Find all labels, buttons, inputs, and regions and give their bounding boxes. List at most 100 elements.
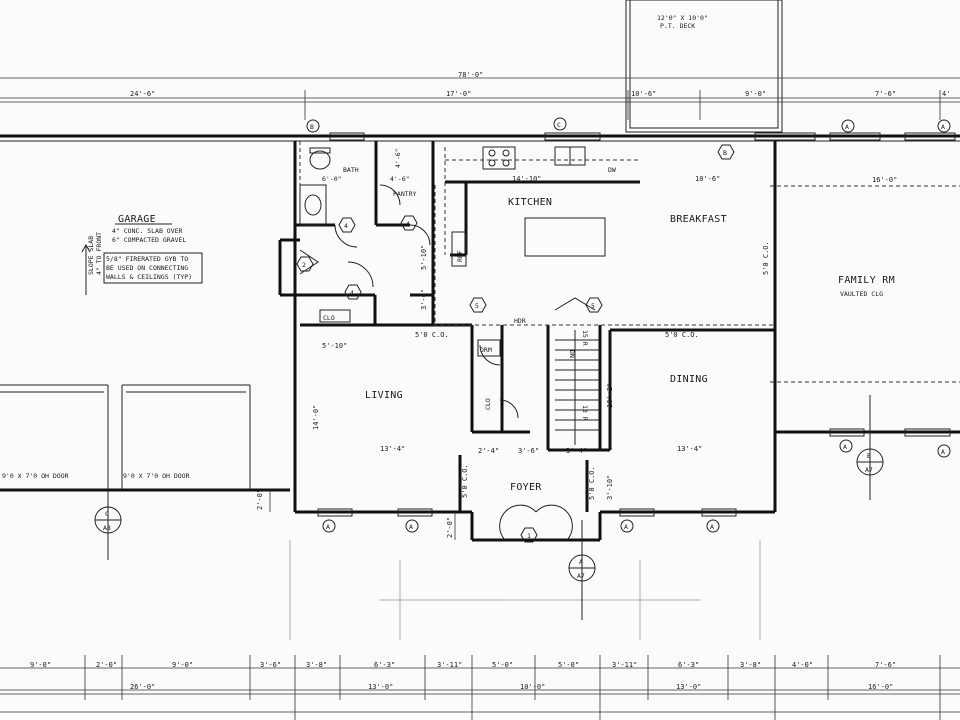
foyer-dim-right: 3'-10": [606, 475, 614, 500]
dim-t5: 7'-6": [875, 90, 896, 98]
kitchen-label: KITCHEN: [508, 197, 552, 208]
svg-text:5: 5: [591, 302, 595, 310]
svg-text:2: 2: [302, 261, 306, 269]
dim-step-2: 2'-0": [446, 517, 454, 538]
slope-note-2: 4" TO FRONT: [95, 232, 103, 275]
slab-note-2: 6" COMPACTED GRAVEL: [112, 236, 186, 244]
dim-c3: 10'-0": [520, 683, 545, 691]
foyer-opening-right: 5'0 C.O.: [588, 466, 596, 500]
dw-label: DW: [608, 166, 616, 174]
svg-text:A: A: [941, 448, 945, 456]
dim-c5: 16'-0": [868, 683, 893, 691]
svg-text:A: A: [710, 523, 714, 531]
breakfast-opening: 5'0 C.O.: [762, 241, 770, 275]
svg-text:A8: A8: [103, 524, 111, 532]
hall-opening: 5'0 C.O.: [415, 331, 449, 339]
drm-label: DRM: [480, 346, 492, 354]
deck-label: P.T. DECK: [660, 22, 695, 30]
toilet: [309, 150, 331, 170]
svg-text:B: B: [867, 452, 871, 460]
dining-opening: 5'0 C.O.: [665, 331, 699, 339]
dim-b9: 5'-0": [558, 661, 579, 669]
svg-text:A: A: [941, 123, 945, 131]
fire-note-3: WALLS & CEILINGS (TYP): [106, 273, 192, 281]
svg-text:4: 4: [344, 222, 348, 230]
dim-step: 2'-0": [256, 489, 264, 510]
svg-text:A: A: [326, 523, 330, 531]
dim-b7: 3'-11": [437, 661, 462, 669]
svg-text:C: C: [557, 121, 561, 129]
dim-t4: 9'-0": [745, 90, 766, 98]
slab-note-1: 4" CONC. SLAB OVER: [112, 227, 183, 235]
svg-text:A7: A7: [577, 572, 585, 580]
pantry-label: PANTRY: [393, 190, 417, 198]
dim-b8: 5'-0": [492, 661, 513, 669]
dim-b10: 3'-11": [612, 661, 637, 669]
foyer-label: FOYER: [510, 482, 542, 493]
dim-b2: 2'-0": [96, 661, 117, 669]
interior-walls: [295, 141, 775, 512]
section-marker-a: A A7: [568, 520, 596, 620]
slope-note-1: SLOPE SLAB: [87, 236, 95, 275]
stair-dn-label: DN: [568, 350, 576, 358]
dim-b11: 6'-3": [678, 661, 699, 669]
dining-label: DINING: [670, 374, 708, 385]
dim-b3: 9'-0": [172, 661, 193, 669]
living-width-dim: 13'-4": [380, 445, 405, 453]
closet-label-hall: CLO: [323, 314, 335, 322]
dim-b1: 9'-0": [30, 661, 51, 669]
garage: GARAGE 4" CONC. SLAB OVER 6" COMPACTED G…: [0, 214, 251, 490]
rear-windows: [317, 132, 956, 517]
dim-t3: 10'-6": [631, 90, 656, 98]
dim-b13: 4'-0": [792, 661, 813, 669]
dim-c4: 13'-0": [676, 683, 701, 691]
dim-b5: 3'-8": [306, 661, 327, 669]
foyer-dim-3: 3'-4": [566, 447, 587, 455]
bath-width-dim: 6'-0": [322, 175, 342, 183]
top-dimension-strings: 78'-0" 24'-6" 17'-0" 10'-6" 9'-0" 7'-6" …: [0, 71, 960, 120]
svg-text:5: 5: [475, 302, 479, 310]
dim-b12: 3'-8": [740, 661, 761, 669]
section-marker-b: B A7: [856, 395, 884, 500]
svg-text:A: A: [579, 558, 583, 566]
svg-text:A: A: [624, 523, 628, 531]
family-room-sub: VAULTED CLG: [840, 290, 883, 298]
svg-text:1: 1: [527, 532, 531, 540]
dining-depth-dim: 10'-2": [606, 383, 614, 408]
exterior-walls: [0, 134, 960, 542]
family-width-dim: 16'-0": [872, 176, 897, 184]
svg-text:A: A: [843, 443, 847, 451]
ref-label: REF: [456, 250, 464, 262]
site-guide-lines: [289, 540, 761, 640]
deck-size-label: 12'0" X 10'0": [657, 14, 708, 22]
garage-label: GARAGE: [118, 214, 156, 225]
pantry-depth-dim: 4'-6": [394, 148, 402, 168]
dim-b6: 6'-3": [374, 661, 395, 669]
svg-text:B: B: [723, 149, 727, 157]
dim-t2: 17'-0": [446, 90, 471, 98]
bath-label: BATH: [343, 166, 359, 174]
svg-text:A: A: [845, 123, 849, 131]
section-marker-c: C A8: [94, 485, 122, 560]
svg-text:B: B: [310, 123, 314, 131]
bath-vanity-sink: [304, 194, 322, 216]
living-label: LIVING: [365, 390, 403, 401]
svg-text:A7: A7: [865, 466, 873, 474]
fire-note-1: 5/8" FIRERATED GYB TO: [106, 255, 188, 263]
svg-text:4: 4: [406, 220, 410, 228]
svg-text:4: 4: [350, 289, 354, 297]
hall-dim-1: 5'-10": [420, 245, 428, 270]
kitchen-width-dim: 14'-10": [512, 175, 542, 183]
bottom-dimension-strings: 9'-0" 2'-0" 9'-0" 3'-6" 3'-8" 6'-3" 3'-1…: [0, 655, 960, 720]
stair-dn-risers: 13 R: [581, 405, 589, 421]
staircase: DN 15 R 13 R: [554, 297, 600, 445]
dim-t1: 24'-6": [130, 90, 155, 98]
dining-width-dim: 13'-4": [677, 445, 702, 453]
closet-label-foyer: CLO: [484, 398, 492, 410]
dim-b14: 7'-6": [875, 661, 896, 669]
overall-width-dim: 78'-0": [458, 71, 483, 79]
breakfast-width-dim: 10'-6": [695, 175, 720, 183]
pantry-width-dim: 4'-6": [390, 175, 410, 183]
hall-dim-2: 5'-10": [322, 342, 347, 350]
